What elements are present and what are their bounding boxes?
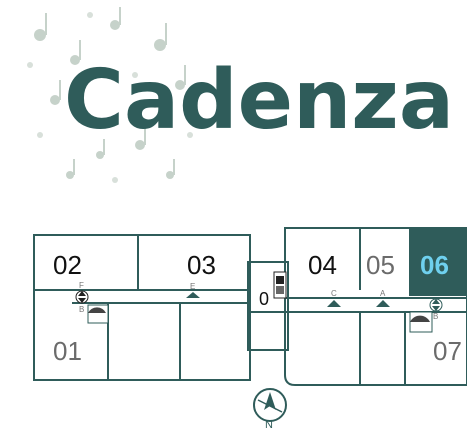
compass-label: N bbox=[265, 419, 273, 431]
brand-logo: Cadenza bbox=[64, 53, 454, 148]
core-outline bbox=[247, 261, 289, 351]
unit-04[interactable]: 04 bbox=[308, 250, 337, 280]
marker-b-right-label: B bbox=[433, 312, 439, 321]
unit-06[interactable]: 06 bbox=[420, 250, 449, 280]
marker-b-left-label: B bbox=[79, 305, 85, 314]
elevator-icon bbox=[273, 271, 287, 299]
marker-f-label: F bbox=[79, 281, 84, 290]
marker-c-icon bbox=[327, 300, 341, 307]
unit-06-highlight bbox=[409, 228, 467, 296]
unit-01[interactable]: 01 bbox=[53, 336, 82, 366]
unit-07[interactable]: 07 bbox=[433, 336, 462, 366]
left-building-outline bbox=[33, 234, 251, 381]
unit-02[interactable]: 02 bbox=[53, 250, 82, 280]
marker-a-icon bbox=[376, 300, 390, 307]
music-notes-decoration bbox=[27, 7, 193, 183]
unit-05[interactable]: 05 bbox=[366, 250, 395, 280]
stair-icon-right bbox=[429, 298, 443, 312]
brand-name: Cadenza bbox=[64, 53, 454, 148]
unit-03[interactable]: 03 bbox=[187, 250, 216, 280]
marker-c-label: C bbox=[331, 289, 337, 298]
stair-icon bbox=[75, 290, 89, 304]
door-icon-right bbox=[409, 311, 433, 333]
marker-a-label: A bbox=[380, 289, 386, 298]
compass-icon bbox=[253, 388, 287, 422]
door-icon bbox=[87, 304, 109, 324]
marker-e-label: E bbox=[190, 282, 196, 291]
right-building-outline bbox=[284, 227, 467, 386]
core-level-label: 0 bbox=[259, 289, 270, 309]
marker-e-icon bbox=[186, 292, 200, 298]
